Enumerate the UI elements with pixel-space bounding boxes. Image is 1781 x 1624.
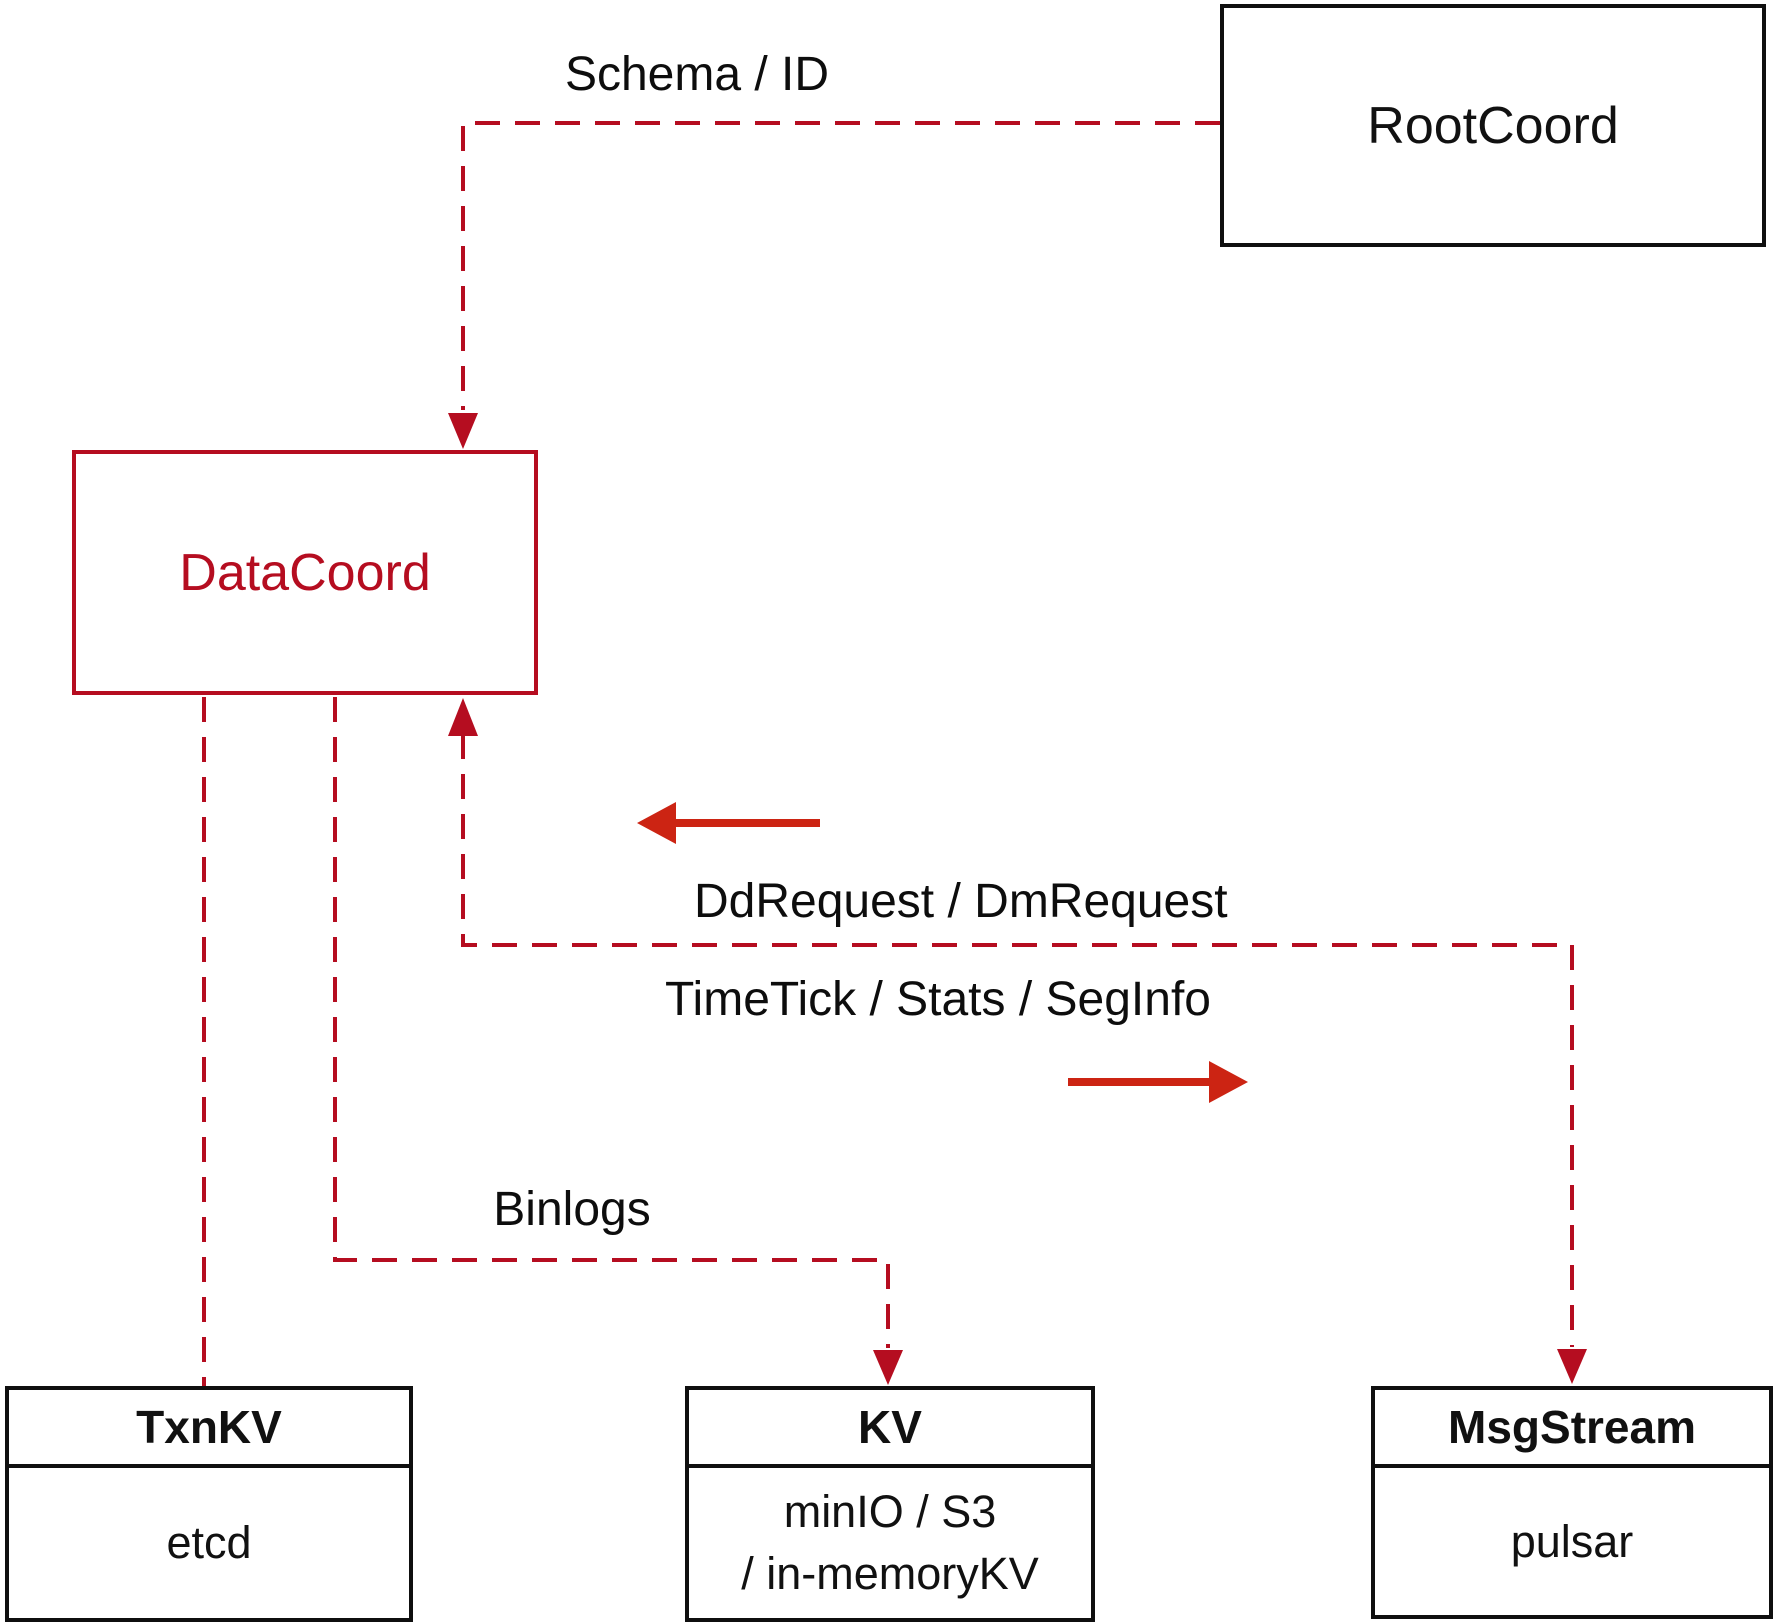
node-msgstream-title: MsgStream [1375, 1390, 1769, 1468]
node-txnkv-body: etcd [9, 1468, 409, 1618]
node-txnkv-title: TxnKV [9, 1390, 409, 1468]
node-msgstream: MsgStream pulsar [1371, 1386, 1773, 1619]
node-txnkv: TxnKV etcd [5, 1386, 413, 1622]
dashed-connector-arrowheads [448, 413, 1587, 1385]
arrowhead-into-datacoord-top-icon [448, 413, 478, 449]
node-kv-body: minIO / S3 / in-memoryKV [689, 1468, 1091, 1618]
edge-label-ddrequest-dmrequest: DdRequest / DmRequest [694, 875, 1228, 928]
node-datacoord: DataCoord [72, 450, 538, 695]
node-datacoord-label: DataCoord [179, 543, 431, 602]
arrowhead-into-kv-top-icon [873, 1350, 903, 1385]
arrowhead-into-msgstream-top-icon [1557, 1349, 1587, 1384]
node-kv-body-line1: minIO / S3 [783, 1486, 997, 1537]
node-msgstream-body: pulsar [1375, 1468, 1769, 1615]
edge-label-binlogs: Binlogs [493, 1183, 651, 1236]
node-rootcoord-label: RootCoord [1367, 96, 1619, 155]
left-arrow-icon [637, 802, 820, 844]
direction-arrows [637, 802, 1248, 1103]
node-rootcoord: RootCoord [1220, 4, 1766, 247]
node-txnkv-body-text: etcd [166, 1517, 252, 1568]
edge-datacoord-to-kv [333, 697, 890, 1348]
edge-label-timetick-stats-seginfo: TimeTick / Stats / SegInfo [665, 973, 1211, 1026]
arrowhead-into-datacoord-bottom-icon [448, 698, 478, 736]
node-kv-title: KV [689, 1390, 1091, 1468]
edge-rootcoord-to-datacoord [461, 121, 1220, 410]
right-arrow-icon [1068, 1061, 1248, 1103]
node-msgstream-body-text: pulsar [1510, 1515, 1634, 1567]
dashed-connectors [202, 121, 1574, 1386]
edge-datacoord-to-msgstream [461, 734, 1574, 1347]
node-kv-body-line2: / in-memoryKV [741, 1548, 1039, 1599]
edge-label-schema-id: Schema / ID [564, 48, 830, 101]
node-kv: KV minIO / S3 / in-memoryKV [685, 1386, 1095, 1622]
